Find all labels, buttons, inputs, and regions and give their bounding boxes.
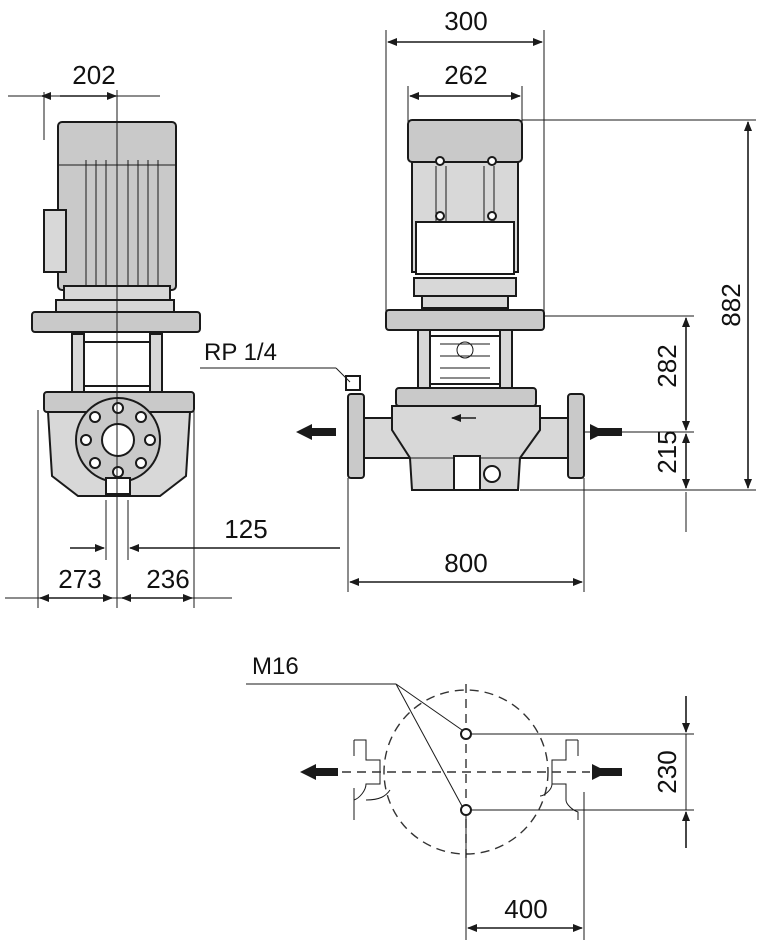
- side-terminal-box: [43, 209, 67, 273]
- dim-282: 282: [544, 315, 694, 431]
- front-stool-leg-right: [499, 329, 513, 389]
- dim-400-label: 400: [504, 894, 547, 924]
- dim-125-label: 125: [224, 514, 267, 544]
- side-motor-fins: [85, 160, 159, 285]
- dim-230-label: 230: [652, 750, 682, 793]
- plan-bolt-hole-top: [460, 728, 472, 740]
- front-flange-inlet: [567, 393, 585, 479]
- dim-bottom-left: 125 273 236: [5, 410, 340, 608]
- side-port: [101, 423, 135, 457]
- side-motor-stool-plate: [31, 311, 201, 333]
- dim-215-label: 215: [652, 430, 682, 473]
- m16-label: M16: [252, 653, 299, 680]
- plan-inlet-arrow-shaft: [598, 768, 622, 776]
- dim-202-label: 202: [72, 60, 115, 90]
- dim-262-label: 262: [444, 60, 487, 90]
- dim-400: 400: [465, 792, 585, 940]
- dim-882: 882: [520, 119, 756, 491]
- plan-inlet-flange: [551, 739, 579, 820]
- dim-300: 300: [385, 6, 545, 312]
- dim-273-label: 273: [58, 564, 101, 594]
- front-casing-top: [395, 387, 537, 407]
- dim-300-label: 300: [444, 6, 487, 36]
- front-coupling: [440, 341, 490, 379]
- dim-230: 230: [472, 696, 694, 848]
- front-flange-outlet: [347, 393, 365, 479]
- plan-outlet-arrow-shaft: [314, 768, 338, 776]
- plan-outlet-flange: [353, 739, 381, 820]
- dim-215: 215: [584, 430, 694, 532]
- front-motor-top: [407, 119, 523, 163]
- dim-882-label: 882: [716, 283, 746, 326]
- dim-800: 800: [347, 478, 585, 592]
- side-stool-leg-right: [149, 333, 163, 393]
- dim-262: 262: [407, 60, 523, 122]
- front-pump-casing: [391, 405, 541, 491]
- dim-202: 202: [8, 60, 160, 140]
- plan-bolt-hole-bottom: [460, 804, 472, 816]
- plan-inlet-arrow-icon: [592, 764, 608, 780]
- plan-outlet-arrow-icon: [300, 764, 316, 780]
- dim-282-label: 282: [652, 344, 682, 387]
- rp-callout: RP 1/4: [200, 339, 351, 383]
- side-view: [31, 90, 201, 608]
- front-motor-fins: [435, 166, 495, 222]
- outlet-arrow-shaft: [310, 428, 336, 436]
- front-view: [345, 119, 585, 491]
- dim-236-label: 236: [146, 564, 189, 594]
- front-terminal-box: [415, 221, 515, 275]
- flow-arrows-plan: [300, 764, 622, 780]
- front-motor-stool-plate: [385, 309, 545, 331]
- side-stool-leg-left: [71, 333, 85, 393]
- outlet-arrow-icon: [296, 424, 312, 440]
- side-flange-bolts: [80, 402, 156, 478]
- rp-label: RP 1/4: [204, 339, 277, 366]
- front-coupling-window: [429, 335, 501, 385]
- rp-port: [345, 375, 361, 391]
- front-stool-leg-left: [417, 329, 431, 389]
- m16-callout: M16: [246, 653, 463, 807]
- front-drain: [453, 455, 481, 491]
- dim-800-label: 800: [444, 548, 487, 578]
